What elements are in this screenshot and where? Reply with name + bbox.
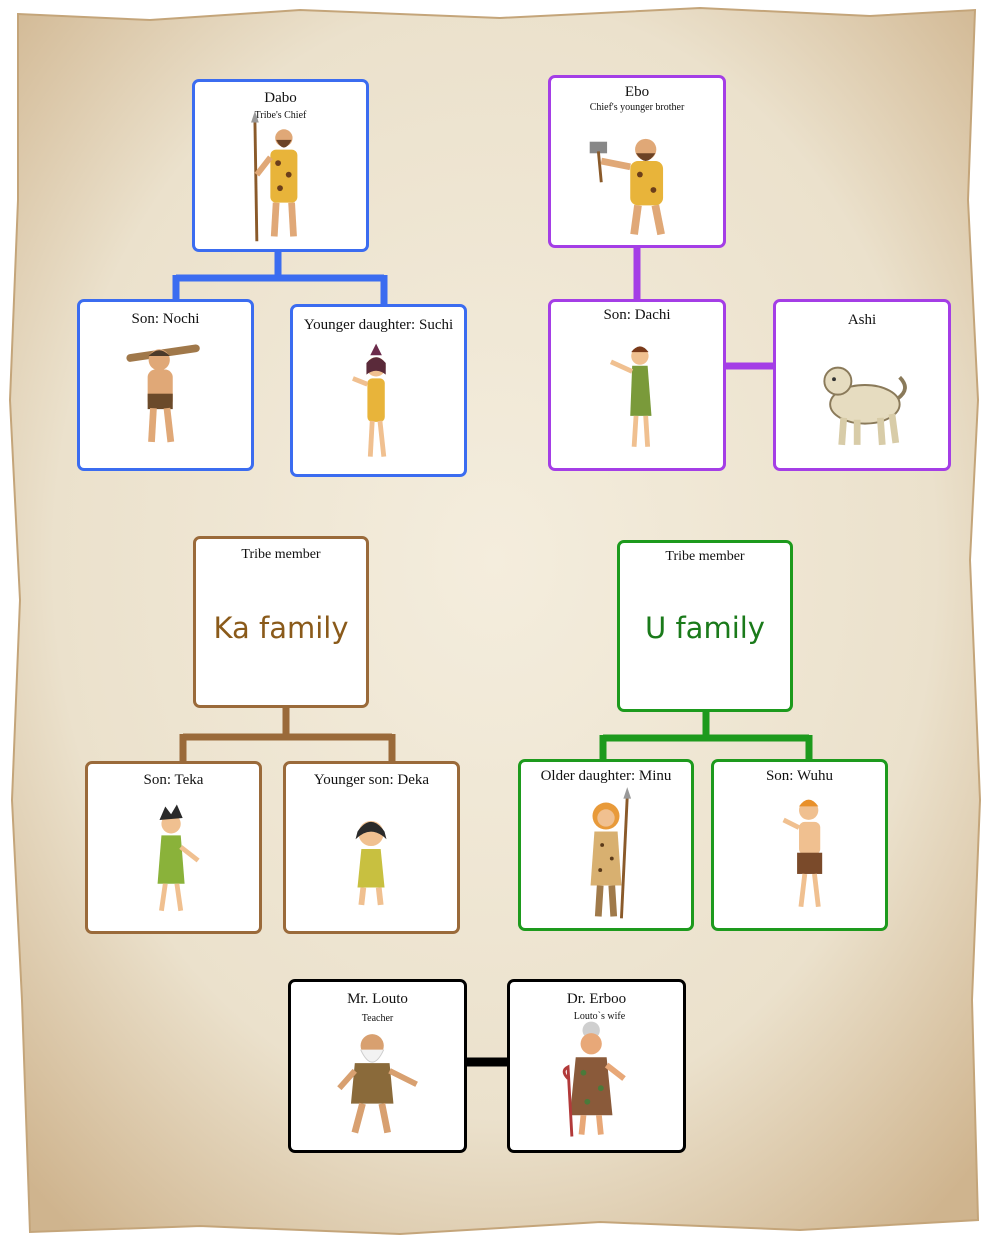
ebo-card[interactable]: Ebo Chief's younger brother	[548, 75, 726, 248]
cave-girl-icon	[352, 343, 387, 457]
erboo-name: Dr. Erboo	[566, 991, 627, 1007]
louto-role: Teacher	[361, 1013, 394, 1024]
ka-family-card[interactable]: Tribe member Ka family	[193, 536, 369, 708]
old-woman-cane-icon	[562, 1021, 626, 1137]
ka-connector	[179, 705, 396, 770]
wuhu-card[interactable]: Son: Wuhu	[711, 759, 888, 931]
u-caption: Tribe member	[665, 549, 745, 564]
nochi-card[interactable]: Son: Nochi	[77, 299, 254, 471]
u-connector	[599, 708, 813, 770]
ka-family-title: Ka family	[213, 611, 349, 645]
dabo-name: Dabo	[264, 90, 297, 106]
ka-caption: Tribe member	[241, 547, 321, 562]
cave-boy-waving-icon	[782, 799, 823, 908]
ebo-role: Chief's younger brother	[589, 102, 685, 113]
elders-connector	[464, 1057, 510, 1067]
deka-label: Younger son: Deka	[313, 772, 430, 788]
teka-card[interactable]: Son: Teka	[85, 761, 262, 934]
dachi-card[interactable]: Son: Dachi	[548, 299, 726, 471]
erboo-card[interactable]: Dr. Erboo Louto`s wife	[507, 979, 686, 1153]
erboo-role: Louto`s wife	[573, 1011, 626, 1022]
suchi-card[interactable]: Younger daughter: Suchi	[290, 304, 467, 477]
cave-child-icon	[355, 820, 387, 906]
teka-label: Son: Teka	[143, 772, 204, 788]
minu-label: Older daughter: Minu	[540, 768, 672, 784]
wuhu-label: Son: Wuhu	[765, 768, 834, 784]
minu-card[interactable]: Older daughter: Minu	[518, 759, 694, 931]
cave-girl-spear-icon	[590, 787, 632, 919]
dabo-card[interactable]: Dabo Tribe's Chief	[192, 79, 369, 252]
ebo-name: Ebo	[624, 84, 650, 100]
dachi-label: Son: Dachi	[603, 307, 671, 323]
nochi-label: Son: Nochi	[131, 311, 200, 327]
dabo-role: Tribe's Chief	[254, 110, 307, 121]
old-man-beard-icon	[337, 1034, 418, 1134]
brother-connector	[633, 246, 776, 370]
chief-connector	[172, 246, 388, 306]
louto-name: Mr. Louto	[347, 991, 408, 1007]
ashi-card[interactable]: Ashi	[773, 299, 951, 471]
u-family-card[interactable]: Tribe member U family	[617, 540, 793, 712]
caveman-chief-icon	[251, 110, 298, 242]
cave-boy-icon	[157, 804, 200, 912]
caveman-club-icon	[126, 344, 200, 443]
u-family-title: U family	[645, 611, 765, 645]
ashi-label: Ashi	[847, 312, 877, 328]
cave-boy-pointing-icon	[609, 346, 652, 447]
suchi-label: Younger daughter: Suchi	[303, 317, 454, 333]
louto-card[interactable]: Mr. Louto Teacher	[288, 979, 467, 1153]
caveman-hammer-icon	[589, 138, 665, 236]
dog-icon	[823, 366, 907, 446]
deka-card[interactable]: Younger son: Deka	[283, 761, 460, 934]
